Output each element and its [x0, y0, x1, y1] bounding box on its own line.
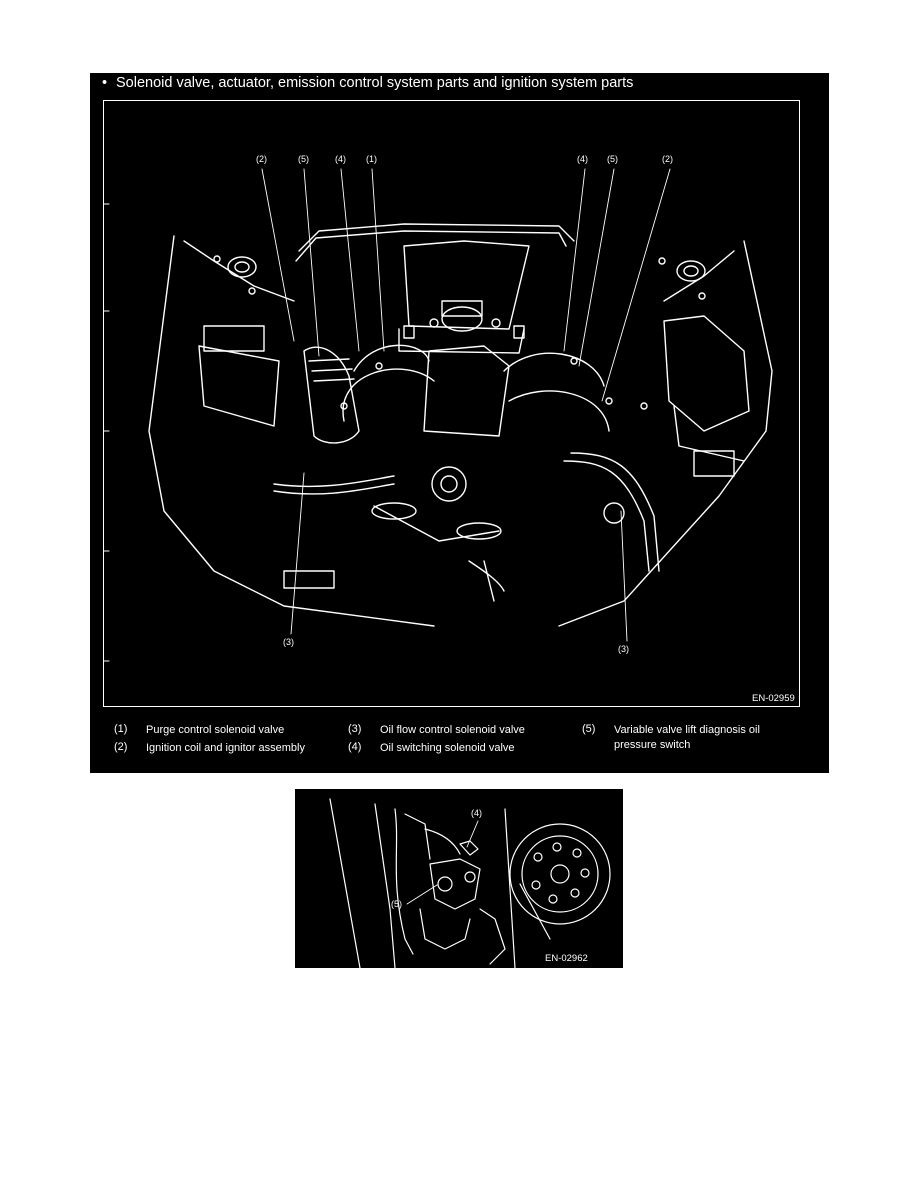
figure-code: EN-02959 [752, 693, 795, 704]
callout-4-left: (4) [335, 154, 346, 164]
detail-figure-code: EN-02962 [545, 953, 588, 964]
detail-drawing [329, 798, 611, 968]
callout-3-right: (3) [618, 644, 629, 654]
callout-4-right: (4) [577, 154, 588, 164]
legend-text: Purge control solenoid valve [146, 724, 285, 736]
callout-5-left: (5) [298, 154, 309, 164]
callout-5-right: (5) [607, 154, 618, 164]
legend-num: (4) [348, 741, 362, 753]
legend-text: Oil switching solenoid valve [380, 742, 515, 754]
legend-text: Oil flow control solenoid valve [380, 724, 525, 736]
heading-bullet: • [102, 75, 108, 91]
callout-1: (1) [366, 154, 377, 164]
callout-2-left: (2) [256, 154, 267, 164]
legend-num: (2) [114, 741, 128, 753]
callout-2-right: (2) [662, 154, 673, 164]
callout-3-left: (3) [283, 637, 294, 647]
engine-bay-illustration: (2) (5) (4) (1) (4) (5) (2) (3) (3) EN-0… [103, 100, 800, 707]
legend-num: (5) [582, 723, 596, 735]
legend-text: Ignition coil and ignitor assembly [146, 742, 305, 754]
main-figure-panel: • Solenoid valve, actuator, emission cont… [90, 73, 829, 773]
heading-text: Solenoid valve, actuator, emission contr… [116, 75, 634, 91]
detail-callout-4: (4) [471, 808, 482, 818]
legend-num: (1) [114, 723, 128, 735]
detail-callout-5: (5) [391, 899, 402, 909]
detail-figure-panel: (4) (5) EN-02962 [295, 789, 623, 968]
engine-bay-drawing [104, 168, 773, 662]
legend-text: Variable valve lift diagnosis oil pressu… [614, 724, 760, 751]
figure-heading: • Solenoid valve, actuator, emission cont… [102, 75, 633, 91]
legend-num: (3) [348, 723, 362, 735]
